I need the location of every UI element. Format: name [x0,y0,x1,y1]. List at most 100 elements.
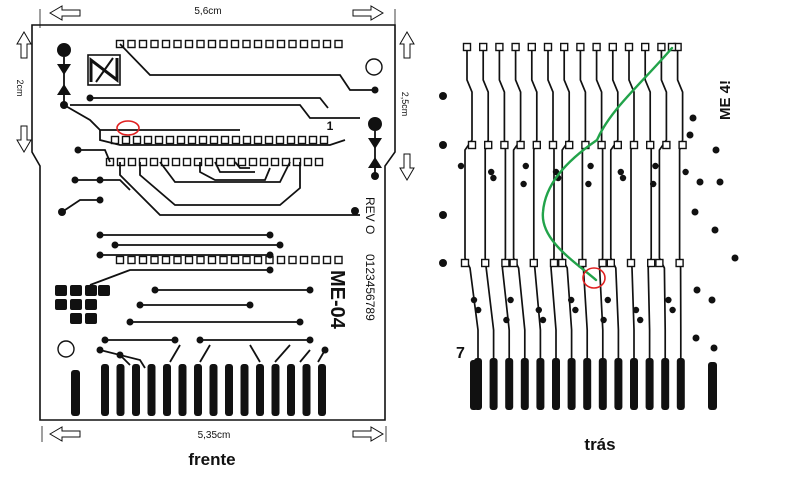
ic-pad [613,140,622,150]
back-via [520,180,527,188]
connector-finger [614,358,623,410]
back-via [587,162,594,170]
right-height-label: 2,5cm [400,92,410,117]
back-vias [439,92,739,352]
jumper-wire [541,46,674,282]
ic-pad [334,255,343,265]
ic-pad [265,39,274,49]
arrow-right-icon [352,5,384,21]
back-via [503,316,510,324]
ic-pad [479,42,488,52]
back-via [475,306,482,314]
back-via [568,296,575,304]
ic-pad [322,255,332,265]
connector-finger [567,358,576,410]
ic-pad [565,140,574,150]
back-via [604,296,611,304]
ic-pad [248,157,258,167]
ic-pad [215,157,225,167]
back-via [600,316,607,324]
ic-pad [598,258,607,268]
ic-pad [501,258,510,268]
ic-pad [460,258,470,268]
back-trace [547,47,557,358]
ic-pad [275,135,285,145]
arrow-left-icon [49,426,81,442]
ic-pad [219,255,228,265]
back-board: ME 4! 7 trás [439,42,739,454]
bottom-width-label: 5,35cm [198,430,231,441]
connector-finger [147,364,156,416]
ic-pad [187,135,197,145]
ic-pad [322,39,332,49]
front-vias [58,86,379,359]
ic-pad [500,140,509,150]
back-via [617,168,624,176]
ic-pad [253,135,263,145]
ic-pad [127,39,136,49]
front-board: 5,6cm 2cm 2,5cm 5,35cm [15,5,415,469]
ic-pad [516,140,525,150]
front-pad-grid [55,285,110,324]
back-via [669,306,676,314]
ic-pad [160,157,170,167]
ic-pad [132,135,142,145]
connector-finger [505,358,514,410]
front-traces [61,43,375,369]
revision-label: REV O [363,197,377,234]
connector-finger [209,364,218,416]
ic-pad [311,255,320,265]
ic-pad [173,39,182,49]
ic-pad [115,255,125,265]
ic-pad [662,140,671,150]
connector-finger [318,364,326,416]
front-board-outline [31,24,396,421]
ic-pad [196,39,205,49]
ic-pad [196,255,205,265]
ic-pad [543,42,553,52]
connector-finger [302,364,311,416]
back-trace [644,47,653,358]
connector-finger [645,358,654,410]
pin-one-label: 1 [327,119,334,133]
connector-finger [116,364,125,416]
ic-pad [127,157,137,167]
ic-pad [231,135,241,145]
left-height-label: 2cm [15,79,25,96]
connector-finger [287,364,295,416]
back-caption: trás [584,435,615,454]
ic-pad [150,39,159,49]
back-trace [595,47,604,358]
back-edge-connector [470,358,717,410]
mounting-hole [365,58,383,76]
logo-icon [87,54,121,86]
back-trace [561,47,573,358]
ic-pad [608,42,617,52]
back-via [490,174,497,182]
ic-pad [220,135,230,145]
back-via [535,306,542,314]
ic-pad [207,255,217,265]
ic-pad [549,258,559,268]
ic-pad [334,39,343,49]
connector-finger [163,364,171,416]
ic-pad [311,39,320,49]
ic-pad [527,42,536,52]
top-width-label: 5,6cm [194,6,221,17]
ic-pad [576,42,585,52]
back-via [619,174,627,182]
ic-pad [288,255,297,265]
back-via [652,162,659,170]
back-trace [676,47,684,358]
ic-pad [230,255,240,265]
ic-pad [184,255,194,265]
front-ic-pads [105,39,343,265]
back-via [522,162,529,170]
diode-icon [368,117,382,180]
back-trace [609,47,620,358]
back-via [665,296,672,304]
mounting-hole [57,340,75,358]
ic-pad [207,39,217,49]
ic-pad [171,157,181,167]
ic-pad [297,135,307,145]
